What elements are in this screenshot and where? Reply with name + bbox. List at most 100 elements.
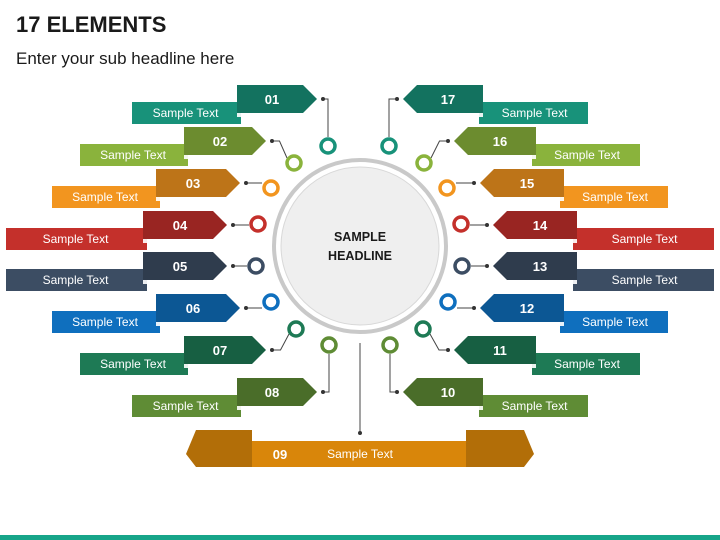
connector-dot-11 xyxy=(446,348,450,352)
element-tag-16 xyxy=(454,127,536,155)
element-number-07: 07 xyxy=(213,343,227,358)
connector-ring-10 xyxy=(381,336,399,354)
element-label-13: Sample Text xyxy=(612,273,678,287)
element-tag-02 xyxy=(184,127,266,155)
element-number-03: 03 xyxy=(186,176,200,191)
connector-line-16 xyxy=(430,140,448,159)
element-number-05: 05 xyxy=(173,259,187,274)
element-label-17: Sample Text xyxy=(502,106,568,120)
element-bar-08 xyxy=(132,395,241,417)
connector-dot-15 xyxy=(472,181,476,185)
element-bar-03 xyxy=(52,186,160,208)
element-tag-13 xyxy=(493,252,577,280)
connector-ring-13 xyxy=(453,257,471,275)
center-headline-line2: HEADLINE xyxy=(328,249,392,263)
element-tag-17 xyxy=(403,85,483,113)
center-circle-inner xyxy=(280,166,440,326)
element-bar-11 xyxy=(532,353,640,375)
element-tag-underline-17 xyxy=(419,113,483,117)
element-label-06: Sample Text xyxy=(72,315,138,329)
element-label-10: Sample Text xyxy=(502,399,568,413)
element-number-14: 14 xyxy=(533,218,548,233)
element-tag-12 xyxy=(480,294,564,322)
element-tag-underline-14 xyxy=(509,239,577,243)
connector-line-07 xyxy=(272,333,290,351)
element-tag-07 xyxy=(184,336,266,364)
connector-dot-05 xyxy=(231,264,235,268)
element-label-11: Sample Text xyxy=(554,357,620,371)
element-bar-13 xyxy=(573,269,714,291)
element-tag-underline-16 xyxy=(470,155,536,159)
element-number-16: 16 xyxy=(493,134,507,149)
element-number-08: 08 xyxy=(265,385,279,400)
center-headline-line1: SAMPLE xyxy=(334,230,386,244)
connector-dot-01 xyxy=(321,97,325,101)
element-label-05: Sample Text xyxy=(43,273,109,287)
element-tag-08 xyxy=(237,378,317,406)
connector-ring-11 xyxy=(414,320,432,338)
element-bar-05 xyxy=(6,269,147,291)
connector-ring-16 xyxy=(415,154,433,172)
element-number-02: 02 xyxy=(213,134,227,149)
connector-dot-08 xyxy=(321,390,325,394)
connector-ring-07 xyxy=(287,320,305,338)
connector-ring-01 xyxy=(319,137,337,155)
connector-dot-09 xyxy=(358,431,362,435)
element-label-07: Sample Text xyxy=(100,357,166,371)
element-label-15: Sample Text xyxy=(582,190,648,204)
connector-ring-05 xyxy=(247,257,265,275)
element-label-01: Sample Text xyxy=(153,106,219,120)
element-tag-underline-08 xyxy=(237,406,301,410)
connector-dot-13 xyxy=(485,264,489,268)
connector-dot-12 xyxy=(472,306,476,310)
element-tag-underline-05 xyxy=(143,280,211,284)
center-circle: SAMPLE HEADLINE xyxy=(272,158,448,334)
element-tag-underline-03 xyxy=(156,197,224,201)
element-bar-10 xyxy=(479,395,588,417)
connector-ring-12 xyxy=(439,293,457,311)
connector-ring-04 xyxy=(249,215,267,233)
connector-dot-14 xyxy=(485,223,489,227)
element-label-14: Sample Text xyxy=(612,232,678,246)
connector-ring-02 xyxy=(285,154,303,172)
connector-dot-16 xyxy=(446,139,450,143)
element-tag-underline-01 xyxy=(237,113,301,117)
connector-line-11 xyxy=(429,333,448,351)
page-title: 17 ELEMENTS xyxy=(16,12,167,37)
connector-ring-06 xyxy=(262,293,280,311)
element-bar-07 xyxy=(80,353,188,375)
element-tag-underline-13 xyxy=(509,280,577,284)
element-bar-04 xyxy=(6,228,147,250)
connector-ring-03 xyxy=(262,179,280,197)
element-tag-underline-02 xyxy=(184,155,250,159)
connector-dot-06 xyxy=(244,306,248,310)
element-label-16: Sample Text xyxy=(554,148,620,162)
connector-ring-14 xyxy=(452,215,470,233)
connector-dot-10 xyxy=(395,390,399,394)
connector-ring-08 xyxy=(320,336,338,354)
connector-ring-15 xyxy=(438,179,456,197)
element-tag-06 xyxy=(156,294,240,322)
connector-dot-03 xyxy=(244,181,248,185)
element-label-02: Sample Text xyxy=(100,148,166,162)
element-label-04: Sample Text xyxy=(43,232,109,246)
bottom-accent-bar xyxy=(0,535,720,540)
element-bar-09 xyxy=(252,441,466,467)
element-number-12: 12 xyxy=(520,301,534,316)
element-label-09: Sample Text xyxy=(327,447,393,461)
element-tag-right-09 xyxy=(466,430,534,467)
element-bar-17 xyxy=(479,102,588,124)
